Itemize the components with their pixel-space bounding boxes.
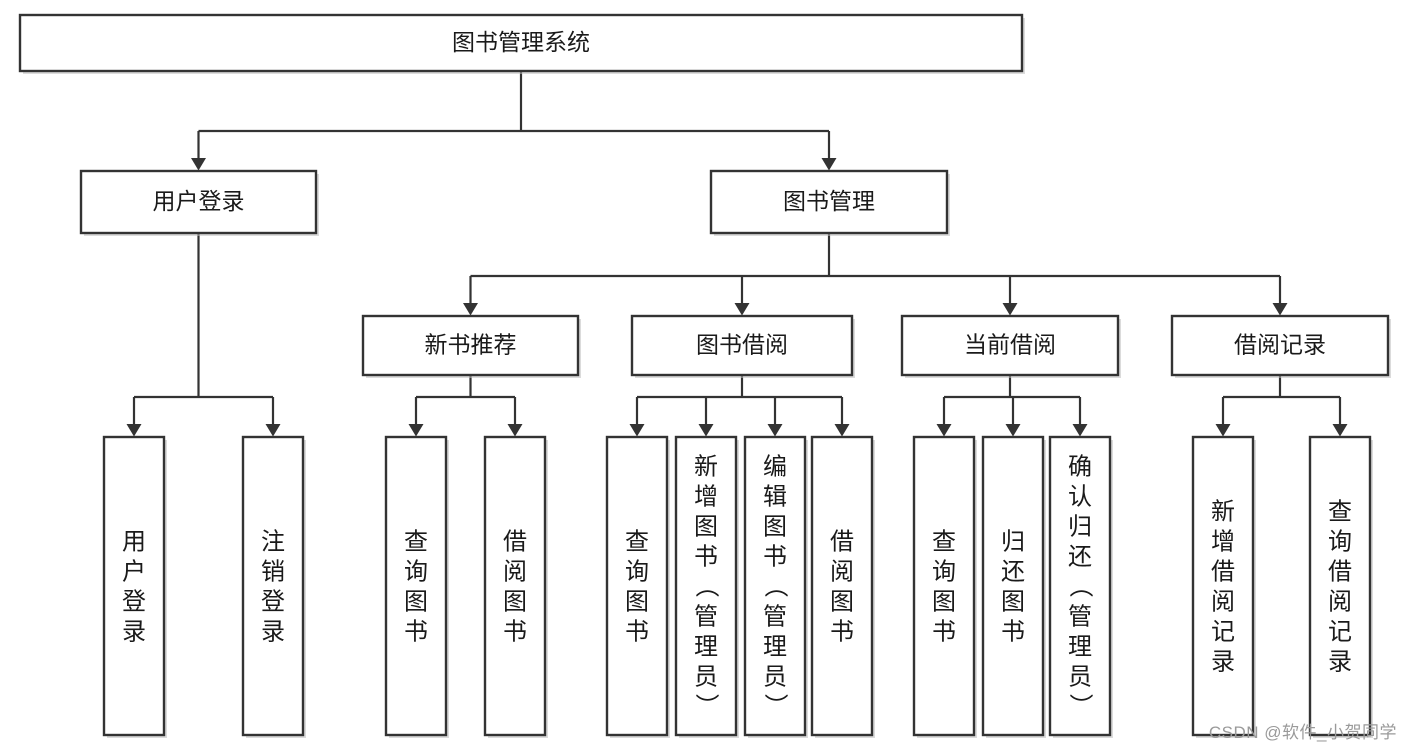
node-root[interactable]: 图书管理系统 — [18, 13, 1025, 74]
node-label: 编辑图书（管理员） — [763, 453, 788, 720]
node-box[interactable] — [605, 435, 669, 737]
node-label: 新书推荐 — [425, 332, 517, 358]
arrow-head-icon — [936, 424, 952, 437]
arrow-head-icon — [463, 303, 478, 316]
arrow-head-icon — [834, 424, 850, 437]
node-label: 确认归还（管理员） — [1068, 453, 1093, 720]
connector-group — [408, 375, 523, 437]
node-box[interactable] — [361, 314, 580, 377]
node-n-record[interactable]: 借阅记录 — [1170, 314, 1391, 378]
node-label: 图书借阅 — [696, 332, 788, 358]
node-box[interactable] — [1048, 435, 1112, 737]
node-box[interactable] — [743, 435, 807, 737]
node-label: 借阅图书 — [503, 528, 527, 645]
connector-group — [126, 233, 281, 437]
node-l-nb-query[interactable]: 查询图书 — [384, 435, 449, 738]
arrow-head-icon — [126, 424, 142, 437]
node-n-user-login[interactable]: 用户登录 — [79, 169, 319, 236]
connector-group — [463, 233, 1288, 316]
arrow-head-icon — [734, 303, 750, 316]
arrow-head-icon — [1072, 424, 1088, 437]
arrow-head-icon — [191, 158, 206, 171]
node-label: 图书管理 — [783, 188, 875, 214]
arrow-head-icon — [821, 158, 837, 171]
node-box[interactable] — [674, 435, 738, 737]
node-l-rec-add[interactable]: 新增借阅记录 — [1191, 435, 1256, 738]
arrow-head-icon — [265, 424, 281, 437]
node-label: 用户登录 — [153, 188, 245, 214]
node-box[interactable] — [900, 314, 1120, 377]
arrow-head-icon — [1002, 303, 1018, 316]
node-n-current[interactable]: 当前借阅 — [900, 314, 1121, 378]
arrow-head-icon — [1005, 424, 1021, 437]
node-label: 借阅图书 — [830, 528, 854, 645]
node-n-book-mgmt[interactable]: 图书管理 — [709, 169, 950, 236]
node-label: 当前借阅 — [964, 332, 1056, 358]
node-box[interactable] — [981, 435, 1045, 737]
node-l-bb-add[interactable]: 新增图书（管理员） — [674, 435, 739, 738]
csdn-watermark: CSDN @软件_小贺同学 — [1208, 723, 1397, 742]
node-box[interactable] — [79, 169, 318, 235]
node-label: 用户登录 — [122, 528, 146, 645]
node-l-bb-edit[interactable]: 编辑图书（管理员） — [743, 435, 808, 738]
node-label: 归还图书 — [1001, 528, 1025, 645]
node-box[interactable] — [18, 13, 1024, 73]
arrow-head-icon — [767, 424, 783, 437]
connector-group — [936, 375, 1088, 437]
arrow-head-icon — [1272, 303, 1288, 316]
node-l-cur-confirm[interactable]: 确认归还（管理员） — [1048, 435, 1113, 738]
node-l-cur-return[interactable]: 归还图书 — [981, 435, 1046, 738]
node-box[interactable] — [912, 435, 976, 737]
node-n-borrow[interactable]: 图书借阅 — [630, 314, 855, 378]
node-box[interactable] — [241, 435, 305, 737]
node-l-bb-query[interactable]: 查询图书 — [605, 435, 670, 738]
node-l-cur-query[interactable]: 查询图书 — [912, 435, 977, 738]
node-box[interactable] — [630, 314, 854, 377]
node-box[interactable] — [1308, 435, 1372, 737]
node-label: 查询图书 — [625, 528, 649, 645]
node-label: 新增图书（管理员） — [694, 453, 719, 720]
node-box[interactable] — [709, 169, 949, 235]
node-box[interactable] — [483, 435, 547, 737]
arrow-head-icon — [629, 424, 645, 437]
arrow-head-icon — [1332, 424, 1348, 437]
node-l-bb-borrow[interactable]: 借阅图书 — [810, 435, 875, 738]
connector-group — [1215, 375, 1348, 437]
connector-group — [629, 375, 850, 437]
connector-group — [191, 71, 837, 171]
node-layer: 图书管理系统用户登录图书管理新书推荐图书借阅当前借阅借阅记录用户登录注销登录查询… — [18, 13, 1391, 738]
node-box[interactable] — [1191, 435, 1255, 737]
node-label: 借阅记录 — [1234, 332, 1326, 358]
node-l-user-logout[interactable]: 注销登录 — [241, 435, 306, 738]
node-label: 图书管理系统 — [452, 29, 590, 55]
connector-layer — [126, 71, 1348, 437]
node-box[interactable] — [810, 435, 874, 737]
node-label: 查询图书 — [932, 528, 956, 645]
node-label: 查询图书 — [404, 528, 428, 645]
node-box[interactable] — [102, 435, 166, 737]
node-l-nb-borrow[interactable]: 借阅图书 — [483, 435, 548, 738]
node-n-new-book[interactable]: 新书推荐 — [361, 314, 581, 378]
node-l-user-login[interactable]: 用户登录 — [102, 435, 167, 738]
arrow-head-icon — [1215, 424, 1231, 437]
node-l-rec-query[interactable]: 查询借阅记录 — [1308, 435, 1373, 738]
node-label: 注销登录 — [261, 528, 285, 645]
node-label: 新增借阅记录 — [1211, 498, 1235, 675]
node-box[interactable] — [384, 435, 448, 737]
arrow-head-icon — [507, 424, 523, 437]
arrow-head-icon — [698, 424, 714, 437]
node-box[interactable] — [1170, 314, 1390, 377]
node-label: 查询借阅记录 — [1328, 498, 1352, 675]
arrow-head-icon — [408, 424, 424, 437]
